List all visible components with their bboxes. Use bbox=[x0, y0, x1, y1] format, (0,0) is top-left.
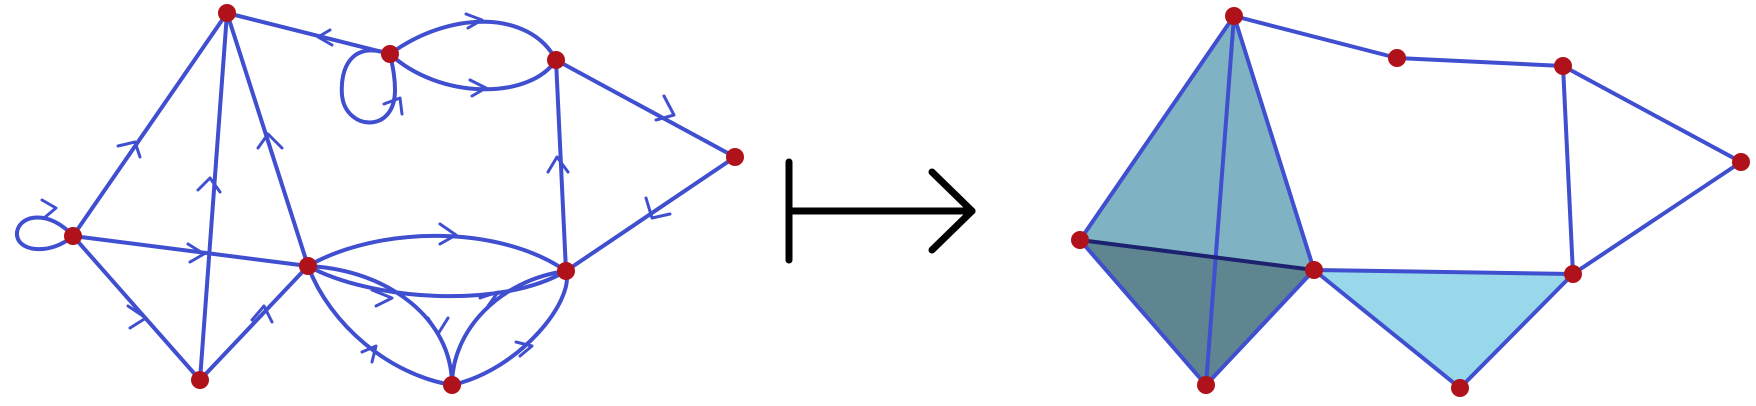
chevron-arrow-icon bbox=[478, 290, 500, 308]
vertex bbox=[191, 371, 209, 389]
chevron-arrow-icon bbox=[514, 340, 534, 358]
face-top bbox=[1080, 16, 1314, 270]
vertex bbox=[381, 45, 399, 63]
chevron-arrow-icon bbox=[256, 132, 284, 150]
chevron-arrow-icon bbox=[382, 96, 404, 116]
vertex bbox=[547, 51, 565, 69]
graph-vertices bbox=[64, 4, 744, 394]
edge-v5-v6-lower bbox=[388, 52, 558, 92]
vertex bbox=[64, 227, 82, 245]
edge-v1-v4 bbox=[71, 234, 310, 268]
vertex bbox=[557, 262, 575, 280]
edge-direction-chevrons bbox=[40, 12, 676, 364]
vertex bbox=[1564, 265, 1582, 283]
chevron-arrow-icon bbox=[126, 304, 148, 330]
edge bbox=[1561, 64, 1575, 276]
edge-v4-v9-top bbox=[306, 233, 568, 273]
vertex bbox=[218, 4, 236, 22]
maps-to-arrow-icon bbox=[785, 158, 976, 264]
vertex bbox=[726, 148, 744, 166]
loop-v5 bbox=[339, 48, 398, 125]
maps-to-head bbox=[928, 168, 976, 254]
edge bbox=[1458, 272, 1575, 390]
edge-v3-v4 bbox=[198, 264, 310, 382]
edge-v4-v8-inner bbox=[306, 264, 454, 387]
vertex bbox=[1225, 7, 1243, 25]
edge bbox=[1232, 14, 1316, 272]
edge-v6-v7 bbox=[554, 58, 737, 159]
chevron-arrow-icon bbox=[40, 198, 58, 220]
vertex bbox=[1554, 57, 1572, 75]
vertex bbox=[1451, 379, 1469, 397]
chevron-arrow-icon bbox=[186, 242, 206, 264]
face-bottom bbox=[1080, 240, 1314, 385]
edge-v8-v9-inner bbox=[450, 269, 568, 387]
edge bbox=[1204, 268, 1316, 387]
vertex bbox=[1197, 376, 1215, 394]
edge bbox=[1312, 268, 1462, 390]
chevron-arrow-icon bbox=[360, 344, 378, 364]
chevron-arrow-icon bbox=[438, 222, 458, 246]
simplicial-complex bbox=[1078, 14, 1743, 390]
vertex bbox=[1388, 49, 1406, 67]
chevron-arrow-icon bbox=[426, 316, 450, 336]
interior-edge bbox=[1078, 238, 1316, 272]
chevron-arrow-icon bbox=[468, 78, 488, 98]
edge bbox=[1571, 160, 1743, 276]
chevron-arrow-icon bbox=[546, 155, 570, 174]
chevron-arrow-icon bbox=[250, 304, 274, 324]
chevron-arrow-icon bbox=[316, 28, 334, 47]
chevron-arrow-icon bbox=[370, 288, 394, 308]
edge bbox=[1312, 268, 1575, 276]
edge-v1-v3 bbox=[71, 234, 202, 382]
chevron-arrow-icon bbox=[196, 176, 222, 194]
chevron-arrow-icon bbox=[116, 140, 142, 159]
edge-v5-v2 bbox=[225, 11, 392, 56]
vertex bbox=[1305, 261, 1323, 279]
edge bbox=[1395, 56, 1565, 68]
complex-vertices bbox=[1071, 7, 1750, 397]
vertex bbox=[1071, 231, 1089, 249]
chevron-arrow-icon bbox=[464, 12, 484, 30]
chevron-arrow-icon bbox=[654, 94, 676, 122]
face-right-triangle bbox=[1314, 270, 1573, 388]
edge-v3-v2 bbox=[198, 11, 229, 382]
edge bbox=[1561, 64, 1743, 164]
edge bbox=[1078, 14, 1236, 242]
directed-graph bbox=[15, 11, 737, 387]
edge-v4-v9-mid bbox=[306, 264, 568, 299]
edge-v1-v2 bbox=[71, 11, 229, 238]
edge bbox=[1204, 14, 1236, 387]
edge-v4-v2 bbox=[225, 11, 310, 268]
edge bbox=[1232, 14, 1399, 60]
vertex bbox=[1732, 153, 1750, 171]
edge-v5-v6-upper bbox=[388, 19, 558, 62]
loop-v1 bbox=[15, 215, 75, 251]
vertex bbox=[299, 257, 317, 275]
edge bbox=[1078, 238, 1208, 387]
edge-v8-v9-outer bbox=[450, 269, 569, 387]
edge-v9-v6 bbox=[554, 58, 568, 273]
vertex bbox=[443, 376, 461, 394]
chevron-arrow-icon bbox=[644, 196, 672, 220]
edge-v4-v8-outer bbox=[306, 264, 454, 387]
